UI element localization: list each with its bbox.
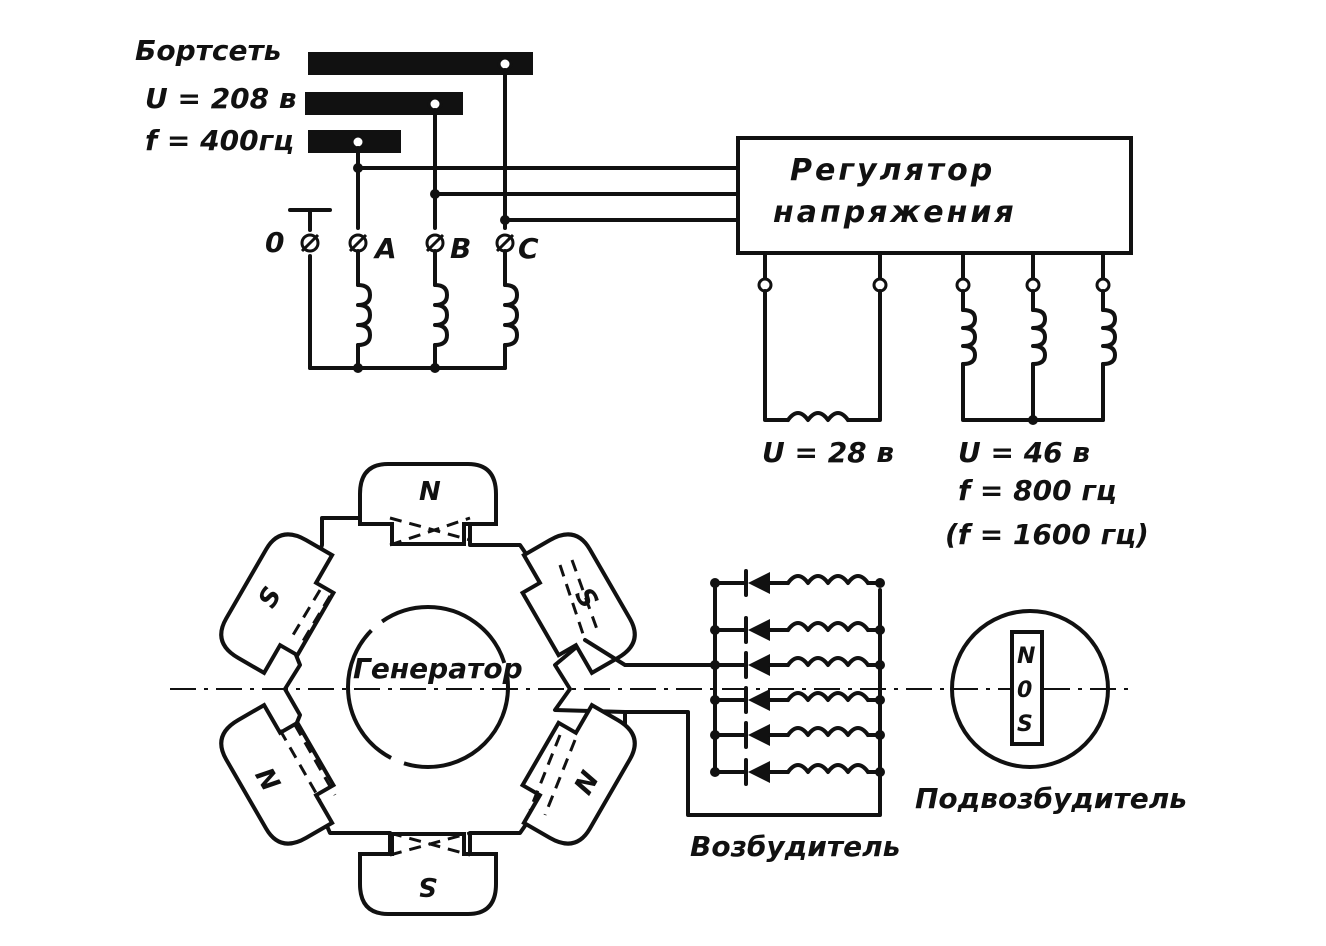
exciter-branch-3	[710, 651, 885, 679]
pilot-pole-top: N	[1017, 644, 1035, 669]
exciter-label: Возбудитель	[690, 830, 900, 863]
pilot-exciter-label: Подвозбудитель	[915, 782, 1187, 815]
terminal-label-c: C	[518, 232, 539, 265]
exciter-branch-6	[710, 758, 885, 786]
exciter-branch-4	[710, 686, 885, 714]
ac-output-frequency-alt-label: (f = 1600 гц)	[945, 518, 1149, 551]
diode-icon	[748, 572, 770, 594]
generator-pole-2: S	[219, 532, 337, 676]
phase-leads	[353, 68, 740, 230]
bus-bar-2	[305, 92, 463, 115]
pilot-pole-bottom: S	[1017, 712, 1033, 737]
bus-frequency-label: f = 400гц	[145, 124, 294, 157]
generator-pole-5: N	[519, 702, 637, 846]
regulator-outputs	[757, 251, 1117, 425]
bus-voltage-label: U = 208 в	[145, 82, 297, 115]
ac-output-frequency-label: f = 800 гц	[958, 474, 1117, 507]
terminal-label-a: A	[373, 232, 397, 265]
terminal-label-b: B	[450, 232, 471, 265]
diode-icon	[748, 654, 770, 676]
exciter-branch-5	[710, 721, 885, 749]
exciter-rectifier	[710, 569, 885, 786]
diode-icon	[748, 761, 770, 783]
generator-pole-3: S	[519, 532, 637, 676]
terminal-fuses	[300, 233, 515, 253]
generator-label: Генератор	[353, 652, 523, 685]
exciter-branch-2	[710, 616, 885, 644]
regulator-label-line1: Регулятор	[790, 153, 995, 188]
bus-name-label: Бортсеть	[135, 34, 281, 67]
generator-pole-4: N	[219, 702, 337, 846]
generator-pole-6: S	[358, 832, 498, 916]
diode-icon	[748, 689, 770, 711]
generator-pole-label-1: N	[419, 477, 441, 507]
ac-output-voltage-label: U = 46 в	[958, 436, 1090, 469]
generator-pole-1: N	[358, 462, 498, 546]
regulator-label-line2: напряжения	[773, 195, 1017, 230]
stator-windings	[308, 249, 519, 373]
voltage-regulator-box	[736, 136, 1133, 255]
onboard-bus	[305, 52, 533, 153]
terminal-label-neutral: 0	[265, 226, 284, 259]
diode-icon	[748, 724, 770, 746]
generator-pole-label-6: S	[418, 871, 437, 901]
pilot-pole-mid: 0	[1017, 678, 1032, 703]
dc-output-voltage-label: U = 28 в	[762, 436, 894, 469]
exciter-branch-1	[710, 569, 885, 597]
bus-bar-1	[308, 52, 533, 75]
neutral-terminal	[288, 208, 332, 370]
diode-icon	[748, 619, 770, 641]
pilot-exciter: N 0 S	[950, 609, 1110, 769]
